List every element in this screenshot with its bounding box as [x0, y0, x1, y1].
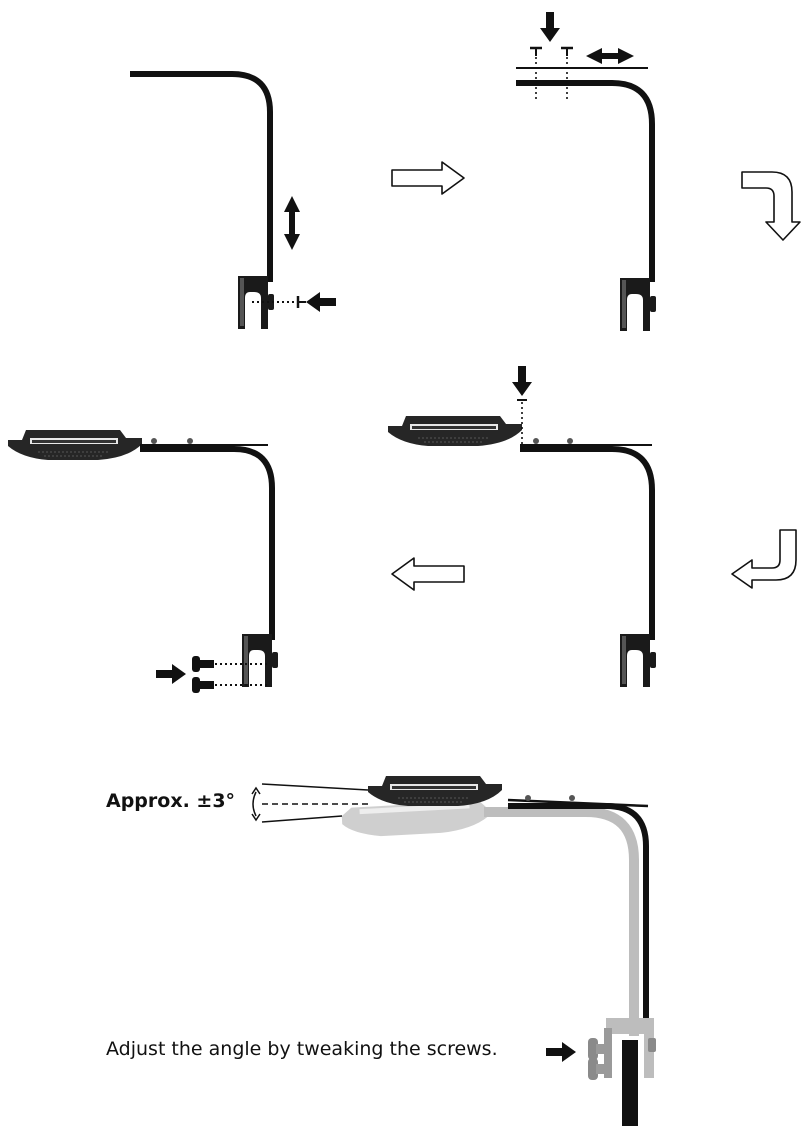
angle-adjust-panel [251, 775, 656, 1126]
angle-tolerance-label: Approx. ±3° [106, 790, 236, 812]
outlined-bend-arrow-icon [741, 171, 801, 241]
screw-icon [588, 1038, 608, 1060]
arm-rail [516, 80, 655, 282]
double-headed-arrow-icon [586, 48, 634, 64]
outlined-bend-arrow-icon [731, 529, 797, 589]
screw-icon [561, 46, 573, 56]
solid-arrow-icon [546, 1042, 576, 1062]
outlined-arrow-icon [391, 161, 465, 195]
step-2-panel [516, 12, 656, 331]
light-fixture [387, 415, 523, 447]
solid-arrow-icon [512, 366, 532, 396]
adjustment-caption: Adjust the angle by tweaking the screws. [106, 1038, 498, 1060]
screw-icon [588, 1058, 608, 1080]
clamp-bracket [242, 634, 278, 687]
screw-icon [530, 46, 542, 56]
screw-icon [296, 296, 306, 308]
step-3-panel [387, 366, 656, 687]
solid-arrow-icon [156, 664, 186, 684]
solid-arrow-icon [540, 12, 560, 42]
clamp-bracket [620, 278, 656, 331]
outlined-arrow-icon [391, 557, 465, 591]
arm-rail [130, 71, 273, 282]
screw-icon [192, 677, 214, 693]
step-4-panel [7, 429, 278, 693]
screw-icon [192, 656, 214, 672]
tank-wall [622, 1040, 638, 1126]
arm-rail [508, 803, 649, 1032]
arm-rail [140, 446, 275, 640]
step-1-panel [130, 71, 336, 329]
light-fixture [367, 775, 503, 807]
light-fixture [7, 429, 143, 461]
double-headed-arrow-icon [284, 196, 300, 250]
arm-rail [520, 446, 655, 640]
clamp-bracket [620, 634, 656, 687]
arm-rail-ghost [484, 807, 639, 1036]
solid-arrow-icon [306, 292, 336, 312]
